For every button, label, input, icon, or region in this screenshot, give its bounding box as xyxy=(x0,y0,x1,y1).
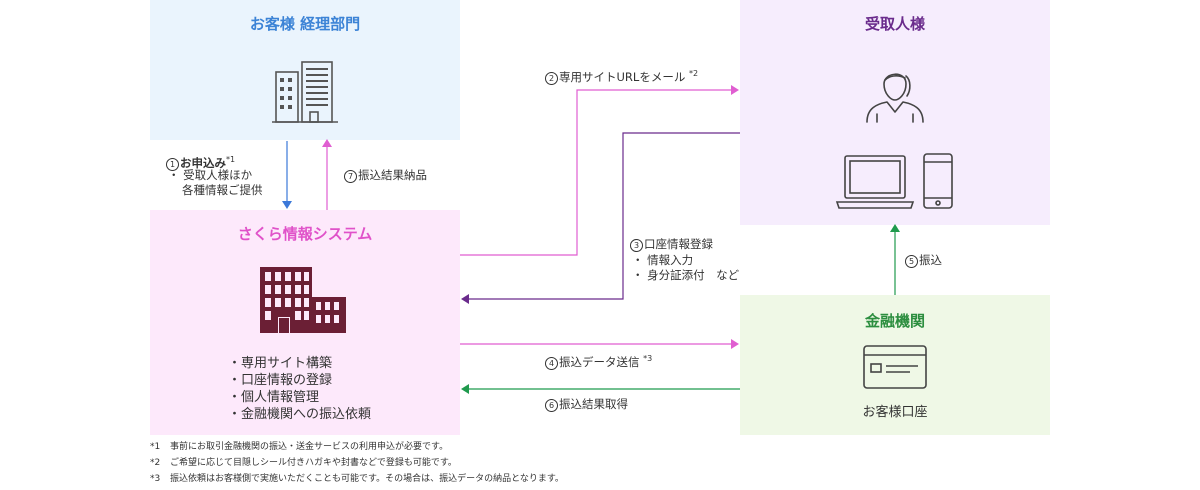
footnote-1-mark: *1 xyxy=(150,442,161,452)
step1-note-mark: *1 xyxy=(226,155,236,164)
step4-text: 振込データ送信 xyxy=(559,354,640,369)
system-feature-item: ・口座情報の登録 xyxy=(228,373,333,388)
system-feature-item: ・金融機関への振込依頼 xyxy=(228,407,372,422)
step6-number: 6 xyxy=(545,399,558,412)
arrow-step1 xyxy=(282,141,292,209)
step3-sub2: ・ 身分証添付 など xyxy=(632,268,740,282)
laptop-icon xyxy=(835,155,915,209)
system-box: さくら情報システム ・専用サイト構築 ・口座情報の登録 ・個人情報管理 ・金融機… xyxy=(150,210,460,435)
step1-sub1: ・ 受取人様ほか xyxy=(168,168,253,182)
recipient-title: 受取人様 xyxy=(864,15,925,33)
footnote-2: *2 ご希望に応じて目隠しシール付きハガキや封書などで登録も可能です。 xyxy=(150,457,457,469)
smartphone-icon xyxy=(923,153,953,209)
system-feature-list: ・専用サイト構築 ・口座情報の登録 ・個人情報管理 ・金融機関への振込依頼 xyxy=(228,355,371,423)
system-feature-item: ・個人情報管理 xyxy=(228,390,320,405)
step1-number: 1 xyxy=(166,157,179,171)
step2-note-mark: *2 xyxy=(688,69,699,78)
step7-number: 7 xyxy=(344,170,357,183)
footnote-1-text: 事前にお取引金融機関の振込・送金サービスの利用申込が必要です。 xyxy=(170,442,449,452)
step1-text: お申込み xyxy=(180,155,226,170)
step3-text: 口座情報登録 xyxy=(644,237,713,251)
footnote-3-text: 振込依頼はお客様側で実施いただくことも可能です。その場合は、振込データの納品とな… xyxy=(170,474,564,484)
footnote-3: *3 振込依頼はお客様側で実施いただくことも可能です。その場合は、振込データの納品… xyxy=(150,473,564,485)
step3-sub1: ・ 情報入力 xyxy=(632,253,694,267)
step5-number: 5 xyxy=(905,255,918,268)
client-box: お客様 経理部門 xyxy=(150,0,460,140)
step4-note-mark: *3 xyxy=(643,354,653,363)
step4-number: 4 xyxy=(545,356,558,370)
client-title: お客様 経理部門 xyxy=(249,15,361,33)
step1-sub2: 各種情報ご提供 xyxy=(182,183,263,197)
bank-subtitle: お客様口座 xyxy=(862,405,928,420)
bank-box: 金融機関 お客様口座 xyxy=(740,295,1050,435)
system-title: さくら情報システム xyxy=(237,225,373,243)
arrow-step3 xyxy=(461,132,740,304)
footnote-1: *1 事前にお取引金融機関の振込・送金サービスの利用申込が必要です。 xyxy=(150,441,448,453)
bank-card-icon xyxy=(863,345,927,389)
recipient-box: 受取人様 xyxy=(740,0,1050,225)
footnote-2-mark: *2 xyxy=(150,458,161,468)
step2-number: 2 xyxy=(545,71,558,85)
arrow-step4 xyxy=(460,339,739,349)
step3-number: 3 xyxy=(630,239,643,252)
step6-text: 振込結果取得 xyxy=(559,397,628,411)
step7-text: 振込結果納品 xyxy=(358,168,427,182)
step2-text: 専用サイトURLをメール xyxy=(559,69,686,84)
company-building-icon xyxy=(260,267,346,333)
step5-text: 振込 xyxy=(919,253,942,267)
footnote-3-mark: *3 xyxy=(150,474,161,484)
footnote-2-text: ご希望に応じて目隠しシール付きハガキや封書などで登録も可能です。 xyxy=(170,458,457,468)
office-building-icon xyxy=(272,61,338,123)
person-icon xyxy=(866,73,924,123)
arrow-step7 xyxy=(322,139,332,210)
system-feature-item: ・専用サイト構築 xyxy=(228,356,333,371)
arrow-step5 xyxy=(890,224,900,295)
bank-title: 金融機関 xyxy=(864,312,925,330)
arrow-step6 xyxy=(461,384,740,394)
arrow-step2 xyxy=(460,85,739,256)
